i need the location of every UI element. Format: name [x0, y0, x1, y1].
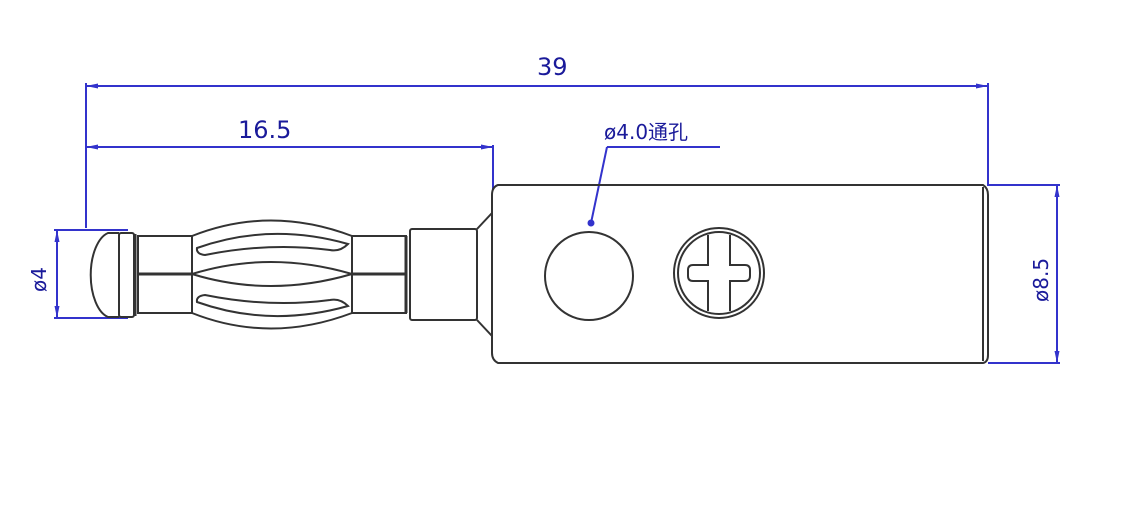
collar	[409, 228, 478, 321]
dimension-overall-length	[85, 83, 989, 228]
through-hole-label: ø4.0通孔	[604, 120, 688, 144]
pin-length-label: 16.5	[238, 116, 291, 144]
body-diameter-label: ø8.5	[1029, 258, 1053, 302]
cylindrical-body	[491, 184, 989, 364]
rounded-tip	[89, 232, 119, 318]
dimension-body-diameter	[988, 184, 1060, 364]
through-hole	[544, 231, 634, 321]
conical-shoulder	[476, 210, 493, 339]
overall-length-label: 39	[537, 53, 568, 81]
leader-through-hole	[587, 146, 720, 227]
pin-diameter-label: ø4	[27, 267, 51, 292]
part-outline	[89, 184, 989, 364]
dimension-pin-length	[86, 144, 494, 190]
spring-contact	[191, 219, 353, 330]
tip-collar	[118, 232, 135, 318]
phillips-screw-icon	[673, 227, 765, 319]
